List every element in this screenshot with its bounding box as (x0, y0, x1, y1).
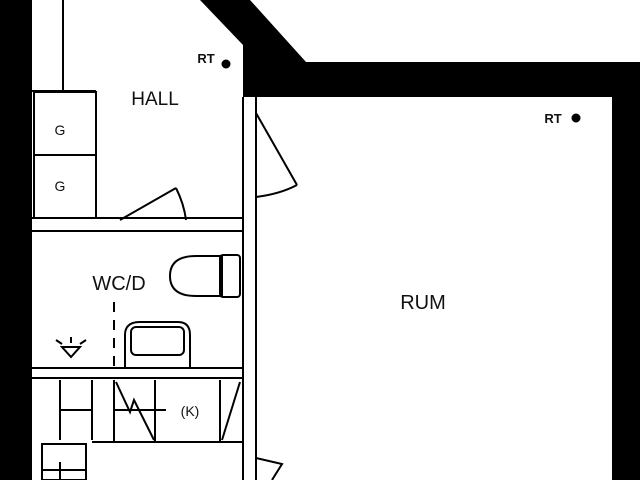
room-label-kitchen: (K) (181, 403, 200, 419)
fridge-symbol (221, 381, 241, 441)
floor-drain-icon (55, 339, 63, 345)
sink-basin (130, 326, 185, 356)
stove-symbol (115, 381, 155, 441)
rt-label-rum: RT (544, 111, 561, 126)
top-exterior-wall (200, 0, 640, 97)
room-label-rum: RUM (400, 292, 446, 314)
room-label-wc: WC/D (92, 273, 145, 295)
toilet-tank (219, 254, 241, 298)
wc-door-swing (175, 187, 187, 221)
room-label-storage-1: G (55, 122, 66, 138)
rum-door-leaf (255, 112, 298, 186)
room-label-storage-2: G (55, 178, 66, 194)
left-exterior-wall (0, 0, 32, 480)
toilet-bowl (168, 255, 223, 297)
right-exterior-wall (612, 62, 640, 480)
floor-drain-icon (79, 339, 87, 345)
kitchen-door (255, 457, 284, 480)
rt-label-hall: RT (197, 51, 214, 66)
thermostat-dot (221, 59, 231, 69)
sink (124, 321, 191, 367)
kitchen-appliance (41, 443, 87, 480)
rum-door-swing (255, 184, 298, 198)
room-label-hall: HALL (131, 89, 179, 110)
floor-drain-icon (59, 346, 83, 359)
thermostat-dot (571, 113, 581, 123)
wc-door-leaf (119, 187, 177, 221)
